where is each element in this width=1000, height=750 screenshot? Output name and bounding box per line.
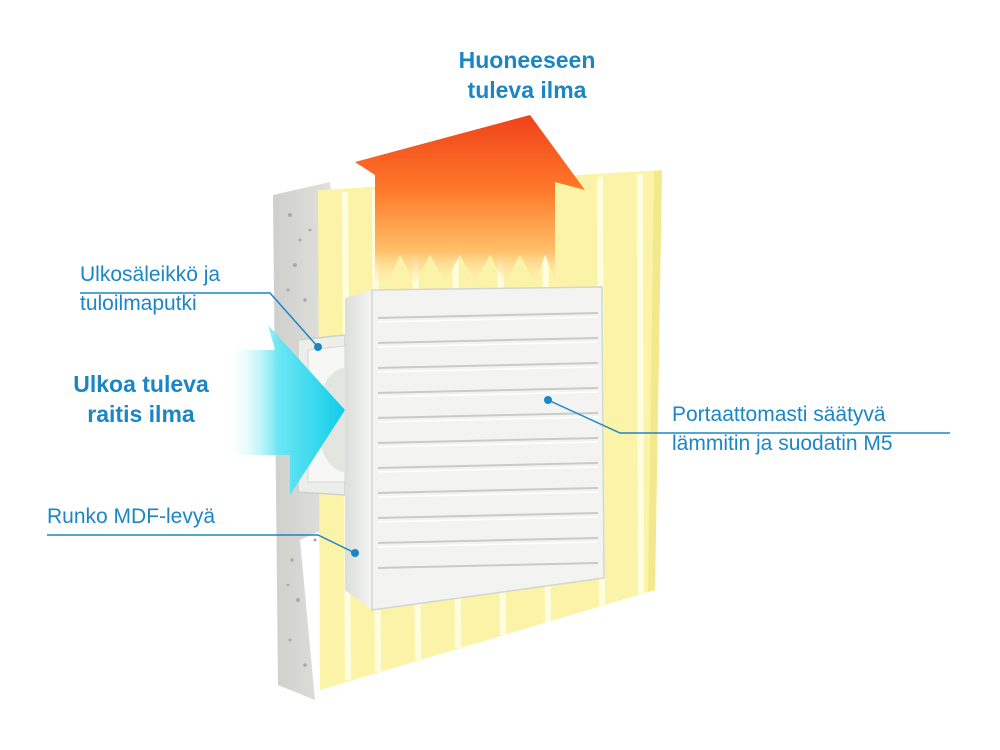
room-air-label: Huoneeseen tuleva ilma bbox=[452, 45, 602, 105]
leader-dot-heater bbox=[544, 396, 552, 404]
leader-dot-frame bbox=[351, 549, 359, 557]
ventilation-unit bbox=[345, 286, 605, 611]
leader-grille bbox=[80, 292, 319, 348]
outside-air-label: Ulkoa tuleva raitis ilma bbox=[66, 369, 216, 429]
heater-label-line2: lämmitin ja suodatin M5 bbox=[672, 432, 893, 455]
outside-air-label-line2: raitis ilma bbox=[87, 401, 195, 427]
heater-label: Portaattomasti säätyvä lämmitin ja suoda… bbox=[672, 400, 893, 458]
room-air-label-line2: tuleva ilma bbox=[467, 77, 587, 103]
outside-air-label-line1: Ulkoa tuleva bbox=[73, 371, 209, 397]
fresh-air-arrow-icon bbox=[235, 325, 345, 495]
leader-frame bbox=[47, 534, 356, 554]
room-air-label-line1: Huoneeseen bbox=[458, 47, 596, 73]
leader-heater bbox=[547, 399, 950, 434]
frame-label-text: Runko MDF-levyä bbox=[47, 505, 216, 528]
grille-label-line1: Ulkosäleikkö ja bbox=[80, 263, 221, 286]
grille-label: Ulkosäleikkö ja tuloilmaputki bbox=[80, 260, 220, 318]
leader-dots bbox=[314, 343, 552, 557]
warm-air-arrow-icon bbox=[355, 115, 585, 285]
heater-label-line1: Portaattomasti säätyvä bbox=[672, 403, 886, 426]
frame-label: Runko MDF-levyä bbox=[47, 502, 215, 531]
grille-label-line2: tuloilmaputki bbox=[80, 292, 197, 315]
leader-lines bbox=[47, 292, 950, 554]
leader-dot-grille bbox=[314, 343, 322, 351]
